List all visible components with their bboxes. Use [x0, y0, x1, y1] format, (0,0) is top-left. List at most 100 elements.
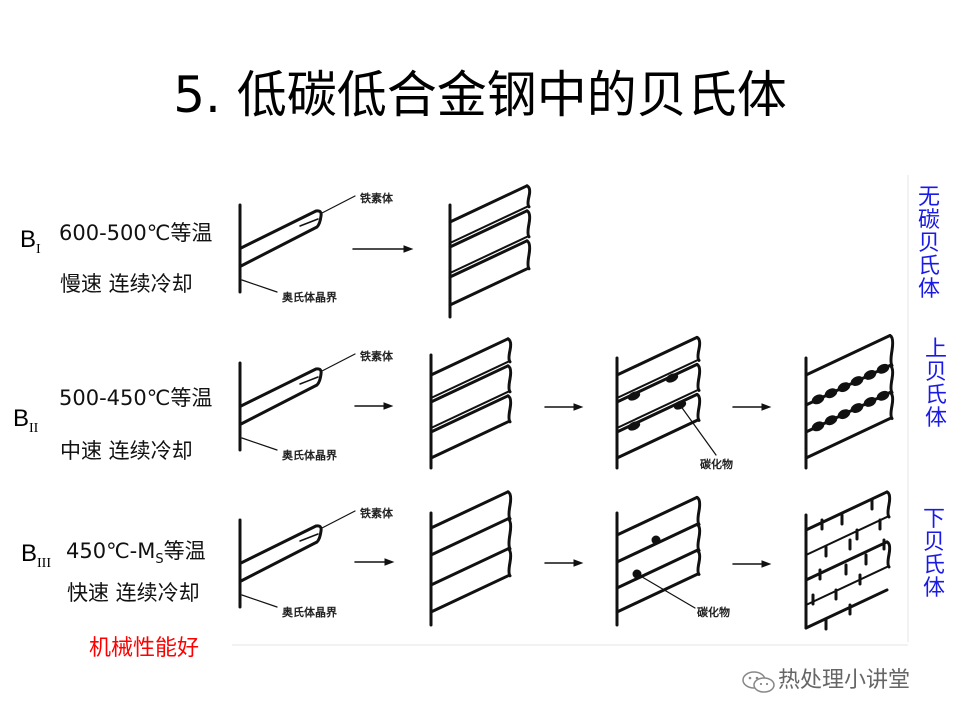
mechanical-property-note: 机械性能好 — [89, 636, 200, 661]
carbide-bead — [811, 394, 825, 405]
lath-inner-line — [299, 376, 319, 385]
row3-panel4-lath-end — [885, 490, 892, 519]
row2-panel3-lath-edge — [615, 418, 699, 460]
row2-panel3-lath-end — [695, 335, 702, 362]
watermark-text: 热处理小讲堂 — [778, 668, 911, 693]
carbide-particle — [627, 391, 641, 401]
carbide-bead — [876, 363, 890, 374]
row2-panel3-lath-end — [695, 362, 702, 392]
ferrite-leader-line — [321, 353, 356, 372]
label-ferrite: 铁素体 — [360, 191, 394, 205]
row2-panel2-lath-edge — [429, 394, 510, 434]
arrow-head-icon — [573, 559, 584, 567]
boundary-leader-line — [241, 594, 278, 608]
b-letter: B — [20, 226, 37, 253]
row3-panel4-lath-end — [885, 540, 892, 569]
b-letter: B — [21, 540, 38, 567]
carbide-particle — [651, 535, 661, 545]
arrow-head-icon — [761, 560, 772, 568]
row3-panel3-lath-edge — [615, 572, 699, 614]
row1-cooling: 慢速 连续冷却 — [60, 272, 193, 296]
row2-panel3-lath-edge — [615, 335, 699, 377]
carbide-bead — [876, 390, 890, 401]
carbide-bead — [824, 415, 838, 426]
row2-panel2-lath-end — [506, 364, 513, 394]
arrow-head-icon — [384, 558, 395, 566]
row2-panel2-lath-edge — [429, 420, 510, 460]
row1-panel2-lath-end — [525, 184, 532, 209]
row3-panel3-lath-edge — [615, 495, 699, 537]
bainite-type-label-2: BII — [13, 405, 38, 437]
label-ferrite: 铁素体 — [360, 506, 394, 520]
label-carbide: 碳化物 — [700, 457, 733, 471]
row3-cooling: 快速 连续冷却 — [67, 581, 200, 605]
row1-panel2-lath-end — [525, 209, 532, 239]
row3-temperature: 450℃-MS等温 — [66, 535, 206, 567]
row1-panel2-lath-edge — [449, 235, 528, 274]
row2-panel3-lath-end — [695, 392, 702, 422]
ferrite-leader-line — [321, 195, 356, 214]
carbide-bead — [863, 396, 877, 407]
row1-panel2-lath-edge — [449, 205, 528, 244]
row3-panel2-lath-edge — [429, 490, 510, 530]
row3-panel4-lath-edge — [804, 588, 889, 630]
initial-ferrite-lath — [239, 524, 323, 583]
label-austenite-boundary: 奥氏体晶界 — [281, 605, 337, 619]
lath-inner-line — [299, 533, 319, 542]
wechat-icon — [740, 670, 778, 693]
row2-panel4-lath-end — [888, 391, 895, 421]
label-ferrite: 铁素体 — [360, 349, 394, 363]
initial-ferrite-lath — [239, 367, 323, 426]
row1-panel2-lath-end — [525, 239, 532, 271]
temp-suffix: 等温 — [163, 539, 206, 563]
row3-panel4-lath-edge — [805, 515, 888, 556]
boundary-leader-line — [241, 279, 278, 293]
row3-panel2-lath-edge — [429, 574, 510, 614]
carbide-bead — [837, 409, 851, 420]
row1-panel2-lath-edge — [448, 209, 529, 249]
temp-subscript: S — [155, 552, 164, 568]
initial-ferrite-lath — [239, 209, 323, 268]
carbide-bead — [837, 382, 851, 393]
row2-cooling: 中速 连续冷却 — [60, 439, 193, 463]
b-subscript: III — [37, 555, 52, 571]
bainite-type-label-1: BI — [20, 226, 41, 258]
row3-panel4-lath-edge — [805, 565, 888, 606]
label-carbide: 碳化物 — [697, 605, 730, 619]
row2-panel2-lath-end — [506, 337, 513, 364]
temp-text: 450℃-M — [66, 539, 156, 563]
type-label-carbide-free: 无碳贝氏体 — [917, 185, 940, 302]
ferrite-leader-line — [321, 510, 356, 529]
row2-panel4-lath-edge — [804, 417, 892, 460]
row2-panel4-lath-end — [888, 334, 895, 368]
row2-panel4-lath-end — [888, 364, 895, 395]
type-label-upper: 上贝氏体 — [924, 337, 947, 431]
carbide-bead — [811, 421, 825, 432]
boundary-leader-line — [241, 437, 278, 451]
row2-panel4-lath-edge — [804, 334, 892, 377]
arrow-head-icon — [573, 403, 584, 411]
row1-panel2-lath-edge — [448, 267, 529, 307]
row1-temperature: 600-500℃等温 — [59, 221, 213, 245]
arrow-head-icon — [403, 245, 414, 253]
b-letter: B — [13, 405, 30, 432]
label-austenite-boundary: 奥氏体晶界 — [281, 448, 337, 462]
row3-panel3-lath-end — [695, 522, 702, 552]
label-austenite-boundary: 奥氏体晶界 — [281, 290, 337, 304]
row1-panel2-lath-edge — [448, 239, 529, 279]
type-label-lower: 下贝氏体 — [922, 507, 945, 601]
carbide-leader-line — [636, 573, 696, 609]
carbide-particle — [665, 373, 679, 383]
row2-temperature: 500-450℃等温 — [59, 386, 213, 410]
lath-inner-line — [299, 218, 319, 227]
row2-panel2-lath-edge — [429, 364, 510, 404]
row2-panel3-lath-edge — [616, 359, 698, 399]
bainite-type-label-3: BIII — [21, 540, 51, 572]
b-subscript: I — [36, 241, 41, 257]
arrow-head-icon — [383, 402, 394, 410]
carbide-bead — [824, 388, 838, 399]
b-subscript: II — [29, 420, 39, 436]
row2-panel3-lath-edge — [616, 389, 698, 429]
carbide-leader-line — [679, 404, 717, 456]
